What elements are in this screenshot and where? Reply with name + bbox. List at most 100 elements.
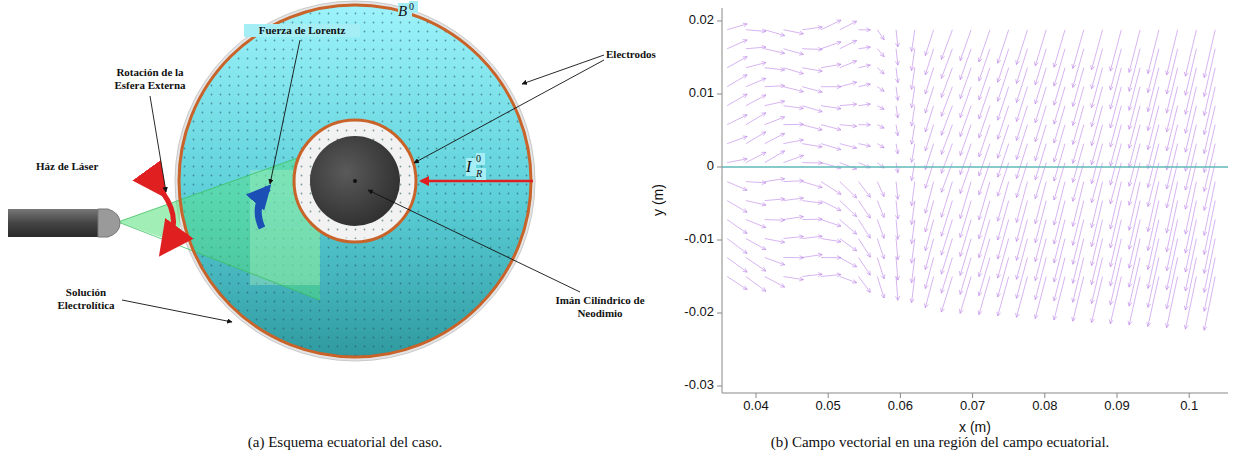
leader-line [122,300,232,322]
field-arrow [1147,182,1159,232]
field-arrow [1091,182,1103,228]
tick-mark [1044,393,1045,398]
field-arrow [877,30,884,40]
field-arrow [997,87,1009,121]
field-arrow [783,215,803,219]
field-arrow [727,94,747,106]
field-arrow [859,220,871,239]
field-arrow [877,87,884,92]
field-arrow [959,258,971,295]
field-arrow [910,87,915,108]
field-arrow [859,83,871,87]
field-arrow [859,258,871,276]
field-arrow [727,40,747,49]
laser-label: Ház de Láser [36,160,136,173]
field-arrow [840,277,857,284]
field-arrow [821,239,841,244]
field-arrow [765,84,785,88]
field-arrow [840,40,857,48]
field-arrow [941,106,952,136]
field-arrow [895,125,899,136]
field-arrow [802,125,822,131]
tick-mark [1117,393,1118,398]
field-arrow [877,49,884,57]
field-arrow [877,182,884,197]
field-arrow [941,144,952,174]
field-arrow [859,182,871,198]
field-arrow [978,87,990,119]
field-arrow [978,106,990,138]
leader-line [150,96,166,192]
leader-line [368,190,580,292]
field-arrow [765,49,785,55]
field-arrow [1184,277,1196,330]
field-arrow [941,220,953,256]
field-arrow [802,273,822,277]
outer-shell [175,1,535,361]
tick-label: 0.01 [660,86,714,101]
leader-line [270,40,300,184]
lorentz-arrow [258,188,268,228]
field-arrow [1053,163,1065,200]
field-arrow [1072,68,1084,107]
field-arrow [821,256,841,260]
tick-mark [972,393,973,398]
field-arrow [1072,49,1084,88]
current-line [421,180,533,183]
field-arrow [802,106,822,113]
field-arrow [978,68,990,100]
tick-label: -0.03 [660,378,714,393]
field-arrow [1016,106,1028,141]
field-arrow [877,258,885,279]
field-arrow [746,277,766,292]
field-arrow [840,220,857,235]
field-arrow [783,256,803,260]
field-arrow [877,239,884,259]
laser-body [8,209,98,237]
field-arrow [960,125,972,156]
field-arrow [1184,258,1196,311]
field-arrow [802,161,822,165]
magnet-center [353,179,357,183]
field-arrow [727,75,747,87]
field-arrow [859,201,871,219]
field-arrow [840,103,857,107]
field-arrow [1109,49,1121,90]
field-arrow [1034,68,1046,104]
field-arrow [941,125,952,155]
field-arrow [765,100,785,106]
field-arrow [925,30,934,56]
field-arrow [783,122,803,126]
field-arrow [727,136,747,144]
field-arrow [997,49,1009,82]
field-arrow [765,239,785,244]
field-arrow [859,28,871,32]
field-arrow [1053,182,1065,225]
field-arrow [1034,144,1046,180]
field-arrow [727,182,747,191]
tick-mark [756,393,757,398]
force-label: Fuerza de Lorentz [244,24,360,37]
field-arrow [997,182,1009,222]
beam-edge [118,150,320,222]
field-arrow [783,87,803,93]
field-arrow [959,220,971,257]
field-arrow [1016,68,1028,103]
field-arrow [746,201,766,207]
field-arrow [1147,30,1159,74]
field-arrow [821,85,841,89]
field-arrow [746,239,766,250]
field-arrow [959,277,971,314]
laser-tip [98,209,120,237]
field-arrow [1109,106,1121,147]
field-arrow [978,182,990,220]
field-arrow [727,115,747,125]
field-arrow [895,144,899,154]
rotation-arrow [163,193,174,251]
field-arrow [1109,144,1121,185]
field-arrow [821,63,841,68]
field-arrow [1203,220,1215,274]
field-arrow [1184,30,1196,77]
field-arrow [840,201,857,217]
field-arrow [877,277,885,299]
